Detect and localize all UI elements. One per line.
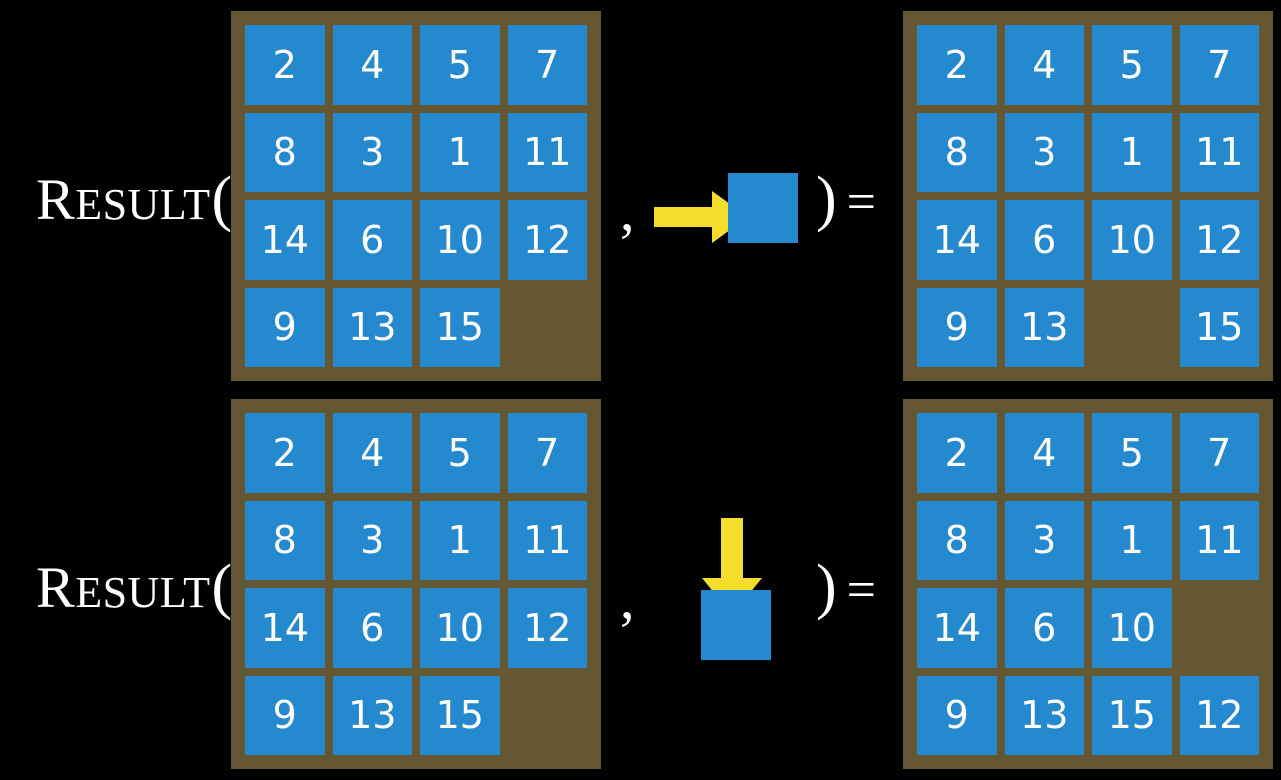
grid-tile[interactable]: 15 xyxy=(1092,675,1172,755)
grid-tile[interactable]: 9 xyxy=(917,287,997,367)
grid-tile[interactable]: 1 xyxy=(1092,112,1172,192)
grid-tile[interactable]: 2 xyxy=(917,413,997,493)
grid-tile[interactable]: 12 xyxy=(507,200,587,280)
grid-tile[interactable]: 3 xyxy=(1004,112,1084,192)
grid-tile[interactable]: 14 xyxy=(245,200,325,280)
grid-tile[interactable]: 11 xyxy=(507,500,587,580)
close-equals-row-2: )= xyxy=(816,556,876,618)
grid-blank-cell xyxy=(1092,288,1172,368)
grid-tile[interactable]: 5 xyxy=(1092,413,1172,493)
grid-tile[interactable]: 3 xyxy=(332,112,412,192)
close-equals-row-1: )= xyxy=(816,168,876,230)
grid-tile[interactable]: 3 xyxy=(332,500,412,580)
grid-tile[interactable]: 8 xyxy=(245,500,325,580)
grid-tile[interactable]: 14 xyxy=(917,588,997,668)
open-paren-row-1: ( xyxy=(211,165,233,233)
grid-tile[interactable]: 15 xyxy=(420,287,500,367)
grid-tile[interactable]: 7 xyxy=(507,413,587,493)
result-label-cap-row-2: R xyxy=(36,555,76,620)
grid-tile[interactable]: 12 xyxy=(507,588,587,668)
grid-tile[interactable]: 7 xyxy=(507,25,587,105)
grid-tile[interactable]: 8 xyxy=(917,500,997,580)
grid-tile[interactable]: 13 xyxy=(332,287,412,367)
grid-tile[interactable]: 13 xyxy=(1004,287,1084,367)
grid-tile[interactable]: 11 xyxy=(507,112,587,192)
grid-tile[interactable]: 5 xyxy=(420,413,500,493)
grid-tile[interactable]: 6 xyxy=(1004,588,1084,668)
grid-blank-cell xyxy=(1180,588,1260,668)
grid-tile[interactable]: 4 xyxy=(332,25,412,105)
argument-separator-row-2: , xyxy=(620,566,635,631)
move-token-row-2 xyxy=(690,505,800,675)
grid-tile[interactable]: 13 xyxy=(1004,675,1084,755)
grid-tile[interactable]: 8 xyxy=(917,112,997,192)
grid-tile[interactable]: 12 xyxy=(1179,675,1259,755)
grid-tile[interactable]: 9 xyxy=(917,675,997,755)
grid-tile[interactable]: 2 xyxy=(245,413,325,493)
result-label-rest-row-2: ESULT xyxy=(75,568,211,617)
grid-tile[interactable]: 1 xyxy=(420,500,500,580)
grid-tile[interactable]: 4 xyxy=(1004,25,1084,105)
grid-tile[interactable]: 5 xyxy=(1092,25,1172,105)
grid-tile[interactable]: 11 xyxy=(1179,500,1259,580)
equals-sign-row-2: = xyxy=(846,562,876,619)
grid-tile[interactable]: 3 xyxy=(1004,500,1084,580)
argument-separator-row-1: , xyxy=(620,178,635,243)
grid-tile[interactable]: 15 xyxy=(1179,287,1259,367)
result-label-row-2: RESULT( xyxy=(36,556,233,618)
grid-tile[interactable]: 10 xyxy=(420,200,500,280)
grid-tile[interactable]: 15 xyxy=(420,675,500,755)
grid-tile[interactable]: 14 xyxy=(917,200,997,280)
open-paren-row-2: ( xyxy=(211,553,233,621)
grid-tile[interactable]: 2 xyxy=(245,25,325,105)
grid-tile[interactable]: 13 xyxy=(332,675,412,755)
grid-tile[interactable]: 5 xyxy=(420,25,500,105)
grid-tile[interactable]: 4 xyxy=(332,413,412,493)
grid-blank-cell xyxy=(508,676,588,756)
grid-tile[interactable]: 6 xyxy=(332,200,412,280)
result-label-cap-row-1: R xyxy=(36,167,76,232)
grid-tile[interactable]: 4 xyxy=(1004,413,1084,493)
close-paren-row-1: ) xyxy=(816,165,837,233)
move-token-row-1 xyxy=(650,160,810,260)
grid-tile[interactable]: 10 xyxy=(1092,200,1172,280)
move-tile-row-1 xyxy=(728,173,798,243)
grid-tile[interactable]: 12 xyxy=(1179,200,1259,280)
grid-tile[interactable]: 14 xyxy=(245,588,325,668)
move-tile-row-2 xyxy=(701,590,771,660)
grid-tile[interactable]: 6 xyxy=(1004,200,1084,280)
grid-tile[interactable]: 2 xyxy=(917,25,997,105)
grid-tile[interactable]: 7 xyxy=(1179,413,1259,493)
grid-tile[interactable]: 8 xyxy=(245,112,325,192)
grid-tile[interactable]: 11 xyxy=(1179,112,1259,192)
grid-tile[interactable]: 9 xyxy=(245,287,325,367)
grid-tile[interactable]: 1 xyxy=(1092,500,1172,580)
close-paren-row-2: ) xyxy=(816,553,837,621)
grid-tile[interactable]: 1 xyxy=(420,112,500,192)
grid-tile[interactable]: 6 xyxy=(332,588,412,668)
grid-tile[interactable]: 7 xyxy=(1179,25,1259,105)
result-label-row-1: RESULT( xyxy=(36,168,233,230)
grid-tile[interactable]: 10 xyxy=(1092,588,1172,668)
grid-blank-cell xyxy=(508,288,588,368)
equals-sign-row-1: = xyxy=(846,174,876,231)
grid-tile[interactable]: 9 xyxy=(245,675,325,755)
grid-tile[interactable]: 10 xyxy=(420,588,500,668)
arrow-right-icon xyxy=(654,191,748,243)
result-label-rest-row-1: ESULT xyxy=(75,180,211,229)
